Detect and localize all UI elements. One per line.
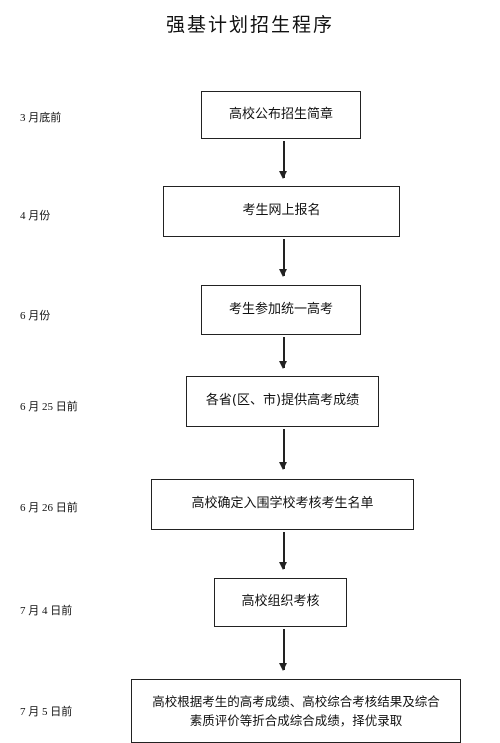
- step-4-box: 各省(区、市)提供高考成绩: [186, 376, 379, 427]
- step-2-date: 4 月份: [20, 210, 51, 222]
- step-4-date: 6 月 25 日前: [20, 401, 78, 413]
- step-1-text: 高校公布招生简章: [228, 106, 333, 122]
- step-2-box: 考生网上报名: [163, 186, 400, 237]
- step-2-text: 考生网上报名: [242, 203, 321, 219]
- step-7-text-line-2: 素质评价等折合成综合成绩，择优录取: [189, 713, 403, 728]
- step-4-text: 各省(区、市)提供高考成绩: [205, 393, 360, 409]
- step-1-date: 3 月底前: [20, 112, 62, 124]
- step-7-text-line-1: 高校根据考生的高考成绩、高校综合考核结果及综合: [152, 693, 440, 709]
- arrow-6-7: [280, 629, 286, 671]
- step-5-date: 6 月 26 日前: [20, 502, 78, 514]
- step-6-date: 7 月 4 日前: [20, 605, 73, 617]
- step-7-box: 高校根据考生的高考成绩、高校综合考核结果及综合 素质评价等折合成综合成绩，择优录…: [131, 679, 461, 743]
- arrow-3-4: [280, 337, 286, 369]
- step-6-text: 高校组织考核: [241, 594, 320, 610]
- step-3-text: 考生参加统一高考: [228, 301, 333, 317]
- step-3-date: 6 月份: [20, 310, 51, 322]
- flowchart-title: 强基计划招生程序: [165, 14, 334, 36]
- step-3-box: 考生参加统一高考: [201, 285, 361, 335]
- arrow-4-5: [280, 429, 286, 470]
- step-1-box: 高校公布招生简章: [201, 91, 361, 139]
- arrow-1-2: [280, 141, 286, 179]
- arrow-2-3: [280, 239, 286, 277]
- arrow-5-6: [280, 532, 286, 570]
- step-6-box: 高校组织考核: [214, 578, 347, 627]
- step-7-date: 7 月 5 日前: [20, 706, 73, 718]
- step-5-box: 高校确定入围学校考核考生名单: [151, 479, 414, 530]
- step-5-text: 高校确定入围学校考核考生名单: [191, 496, 374, 512]
